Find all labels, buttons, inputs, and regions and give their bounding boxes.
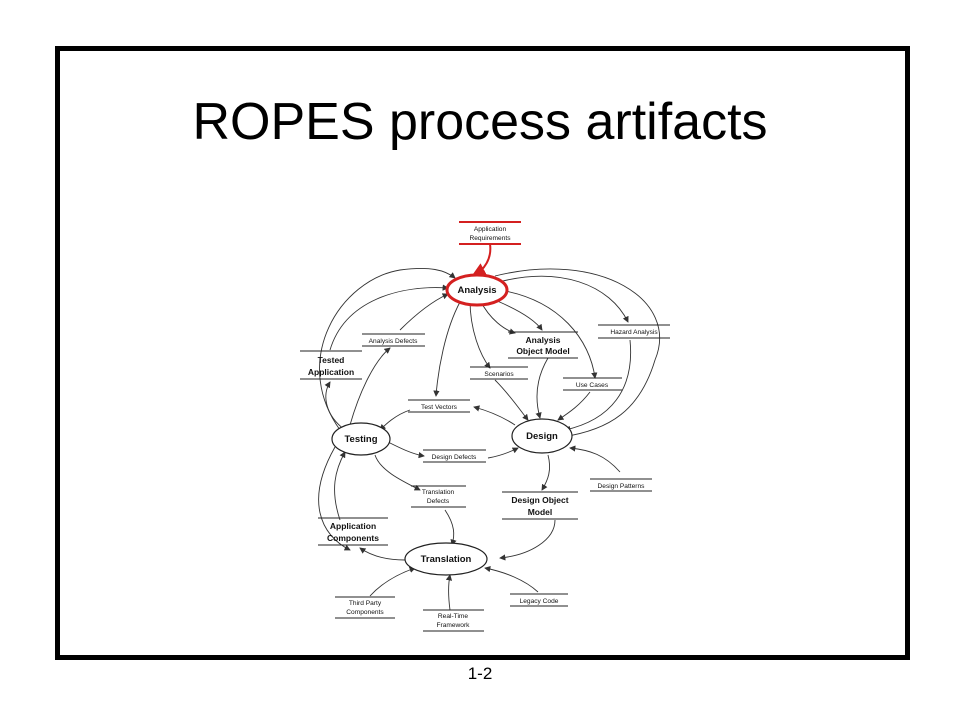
legacy-code-label: Legacy Code (520, 598, 559, 605)
requirements-arrow (470, 243, 492, 278)
artifact-third-party-components: Third Party Components (335, 596, 395, 619)
tested-application-label-2: Application (308, 367, 354, 377)
testing-label: Testing (344, 434, 377, 445)
design-patterns-label: Design Patterns (598, 483, 646, 490)
artifact-application-components: Application Components (318, 517, 388, 546)
application-requirements-label-2: Requirements (469, 235, 511, 242)
analysis-label: Analysis (457, 285, 496, 296)
application-components-label-1: Application (330, 521, 376, 531)
artifact-design-object-model: Design Object Model (502, 491, 578, 520)
translation-label: Translation (421, 554, 472, 565)
tested-application-label-1: Tested (318, 355, 345, 365)
design-defects-label: Design Defects (432, 454, 477, 461)
page-number: 1-2 (467, 664, 493, 683)
artifact-legacy-code: Legacy Code (510, 593, 568, 607)
artifact-real-time-framework: Real-Time Framework (423, 609, 484, 632)
translation-defects-label-1: Translation (422, 489, 455, 496)
third-party-components-label-2: Components (346, 609, 384, 616)
process-analysis: Analysis (445, 273, 509, 307)
artifact-translation-defects: Translation Defects (411, 485, 466, 508)
analysis-defects-label: Analysis Defects (369, 338, 418, 345)
artifact-application-requirements: Application Requirements (459, 221, 521, 245)
process-translation: Translation (404, 542, 488, 576)
analysis-object-model-label-1: Analysis (526, 335, 561, 345)
artifact-use-cases: Use Cases (563, 377, 622, 391)
artifact-test-vectors: Test Vectors (408, 399, 470, 413)
hazard-analysis-label: Hazard Analysis (610, 329, 658, 336)
process-testing: Testing (331, 422, 391, 456)
design-label: Design (526, 431, 558, 442)
application-requirements-label-1: Application (474, 226, 507, 233)
application-components-label-2: Components (327, 533, 379, 543)
scenarios-label: Scenarios (484, 371, 514, 378)
design-object-model-label-1: Design Object (511, 495, 568, 505)
artifact-hazard-analysis: Hazard Analysis (598, 324, 670, 339)
real-time-framework-label-2: Framework (437, 622, 471, 629)
artifact-tested-application: Tested Application (300, 350, 362, 380)
real-time-framework-label-1: Real-Time (438, 613, 468, 620)
process-design: Design (511, 418, 573, 454)
artifact-design-defects: Design Defects (423, 449, 486, 463)
analysis-object-model-label-2: Object Model (516, 346, 569, 356)
third-party-components-label-1: Third Party (349, 600, 382, 607)
use-cases-label: Use Cases (576, 382, 609, 389)
artifact-analysis-defects: Analysis Defects (362, 333, 425, 347)
artifact-scenarios: Scenarios (470, 366, 528, 380)
slide-title: ROPES process artifacts (192, 93, 768, 151)
translation-defects-label-2: Defects (427, 498, 450, 505)
design-object-model-label-2: Model (528, 507, 553, 517)
test-vectors-label: Test Vectors (421, 404, 458, 411)
artifact-design-patterns: Design Patterns (590, 478, 652, 492)
artifact-analysis-object-model: Analysis Object Model (508, 331, 578, 359)
